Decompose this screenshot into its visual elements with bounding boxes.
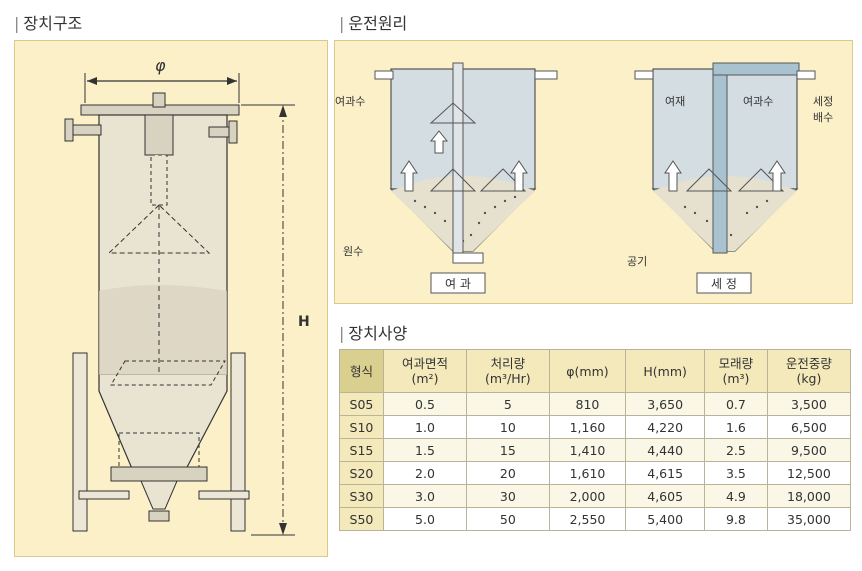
arrow-down-icon	[279, 523, 287, 535]
wash-mode-label: 세 정	[711, 277, 737, 291]
table-cell: 1.0	[382, 415, 468, 439]
table-cell: 2.0	[382, 461, 468, 485]
table-cell: 2,000	[548, 484, 627, 508]
table-row: S30 3.0 30 2,000 4,605 4.9 18,000	[339, 484, 852, 508]
table-cell: 1.5	[382, 438, 468, 462]
table-cell: 10	[466, 415, 550, 439]
wash-drain-label-2: 배수	[813, 111, 833, 124]
table-cell: 810	[548, 392, 627, 416]
table-cell: 4,440	[625, 438, 706, 462]
header-operating-weight: 운전중량(kg)	[766, 349, 852, 393]
table-cell: 15	[466, 438, 550, 462]
filter-raw-water-label: 원수	[343, 245, 363, 258]
table-cell: 12,500	[766, 461, 852, 485]
height-label: H	[298, 314, 310, 330]
table-row: S20 2.0 20 1,610 4,615 3.5 12,500	[339, 461, 852, 485]
table-cell: 3.0	[382, 484, 468, 508]
title-bar-icon: |	[339, 324, 345, 343]
principle-section-title: |운전원리	[339, 14, 408, 33]
table-cell: 4,615	[625, 461, 706, 485]
table-cell: 4,605	[625, 484, 706, 508]
title-bar-icon: |	[14, 14, 20, 33]
spec-table-header-row: 형식 여과면적(m²) 처리량(m³/Hr) φ(mm) H(mm) 모래량(m…	[339, 349, 852, 393]
wash-filtrate-label: 여과수	[743, 95, 773, 108]
table-cell: 5.0	[382, 507, 468, 531]
table-cell: S50	[339, 507, 384, 531]
wash-media-label: 여재	[665, 95, 685, 108]
table-row: S50 5.0 50 2,550 5,400 9.8 35,000	[339, 507, 852, 531]
table-cell: 0.7	[704, 392, 768, 416]
table-row: S05 0.5 5 810 3,650 0.7 3,500	[339, 392, 852, 416]
table-cell: 1,610	[548, 461, 627, 485]
table-cell: 2.5	[704, 438, 768, 462]
spec-table: 형식 여과면적(m²) 처리량(m³/Hr) φ(mm) H(mm) 모래량(m…	[339, 349, 852, 531]
wash-drain-label-1: 세정	[813, 95, 833, 108]
header-sand-volume: 모래량(m³)	[704, 349, 768, 393]
header-capacity: 처리량(m³/Hr)	[466, 349, 550, 393]
spec-section-title: |장치사양	[339, 324, 408, 343]
table-cell: 9.8	[704, 507, 768, 531]
table-cell: 1.6	[704, 415, 768, 439]
table-cell: 6,500	[766, 415, 852, 439]
table-cell: 20	[466, 461, 550, 485]
table-cell: 4,220	[625, 415, 706, 439]
table-cell: 1,410	[548, 438, 627, 462]
table-cell: 30	[466, 484, 550, 508]
header-height: H(mm)	[625, 349, 706, 393]
table-cell: 1,160	[548, 415, 627, 439]
table-cell: 4.9	[704, 484, 768, 508]
table-cell: 2,550	[548, 507, 627, 531]
arrow-up-icon	[279, 105, 287, 117]
principle-diagram: 여과수 원수 여 과 여재 여과수 세정 배수 공기 세 정	[335, 62, 833, 294]
table-cell: 35,000	[766, 507, 852, 531]
filter-filtrate-label: 여과수	[335, 95, 365, 108]
structure-diagram: φ	[64, 56, 295, 536]
header-diameter: φ(mm)	[548, 349, 627, 393]
table-cell: 3,500	[766, 392, 852, 416]
table-cell: 9,500	[766, 438, 852, 462]
title-bar-icon: |	[339, 14, 345, 33]
filter-mode-label: 여 과	[445, 277, 471, 291]
table-cell: S30	[339, 484, 384, 508]
header-model: 형식	[339, 349, 384, 393]
filter-mode-box	[430, 272, 486, 294]
arrow-left-icon	[87, 77, 97, 85]
table-cell: S20	[339, 461, 384, 485]
structure-diagram-panel: φ	[14, 40, 328, 557]
table-cell: 3.5	[704, 461, 768, 485]
diameter-label: φ	[155, 56, 166, 75]
table-cell: S05	[339, 392, 384, 416]
table-cell: 50	[466, 507, 550, 531]
table-cell: 0.5	[382, 392, 468, 416]
table-cell: 3,650	[625, 392, 706, 416]
table-cell: 18,000	[766, 484, 852, 508]
table-row: S10 1.0 10 1,160 4,220 1.6 6,500	[339, 415, 852, 439]
table-cell: S15	[339, 438, 384, 462]
table-cell: 5,400	[625, 507, 706, 531]
structure-section-title: |장치구조	[14, 14, 83, 33]
header-filter-area: 여과면적(m²)	[382, 349, 468, 393]
table-cell: S10	[339, 415, 384, 439]
table-row: S15 1.5 15 1,410 4,440 2.5 9,500	[339, 438, 852, 462]
principle-diagram-panel: 여과수 원수 여 과 여재 여과수 세정 배수 공기 세 정	[334, 40, 853, 304]
wash-air-label: 공기	[627, 255, 647, 268]
wash-mode-box	[696, 272, 752, 294]
table-cell: 5	[466, 392, 550, 416]
arrow-right-icon	[227, 77, 237, 85]
